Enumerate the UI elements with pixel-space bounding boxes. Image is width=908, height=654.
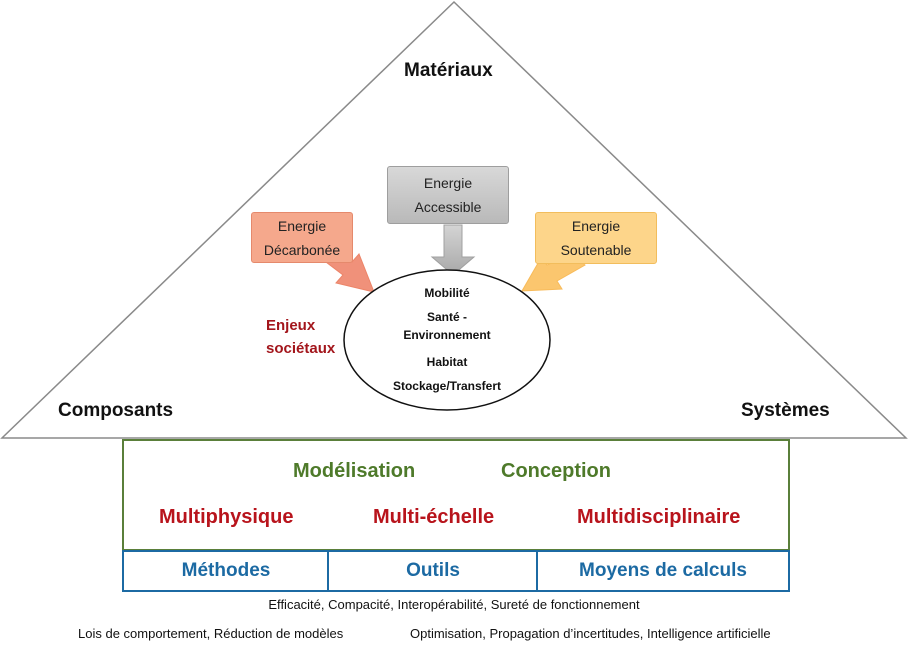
approach-conception: Conception — [501, 460, 611, 482]
oval-item-mobilite: Mobilité — [424, 286, 470, 300]
oval-item-environnement: Environnement — [403, 328, 491, 342]
footer-line-1: Efficacité, Compacité, Interopérabilité,… — [268, 597, 640, 612]
approach-multi-echelle: Multi-échelle — [373, 506, 495, 528]
oval-item-stockage: Stockage/Transfert — [392, 379, 502, 393]
box-accessible-line2: Accessible — [414, 199, 482, 215]
label-composants: Composants — [58, 400, 174, 421]
box-decarbonee-line1: Energie — [277, 217, 327, 234]
box-energie-accessible: Energie Accessible — [387, 166, 509, 224]
tools-cell-moyens: Moyens de calculs — [579, 560, 747, 581]
box-soutenable-line1: Energie — [571, 218, 621, 234]
box-soutenable-line2: Soutenable — [560, 242, 632, 258]
enjeux-oval — [343, 269, 551, 411]
arrow-accessible-icon — [430, 224, 476, 276]
enjeux-line2: sociétaux — [266, 340, 336, 357]
approach-multiphysique: Multiphysique — [159, 506, 294, 528]
box-decarbonee-line2: Décarbonée — [263, 241, 341, 258]
oval-item-sante: Santé - — [426, 310, 467, 324]
label-systemes: Systèmes — [741, 400, 830, 421]
tools-cell-outils: Outils — [406, 560, 460, 581]
box-energie-decarbonee: Energie Décarbonée — [251, 212, 353, 263]
footer-line-2-left: Lois de comportement, Réduction de modèl… — [78, 626, 344, 641]
label-materiaux: Matériaux — [404, 60, 493, 81]
box-energie-soutenable: Energie Soutenable — [535, 212, 657, 264]
enjeux-line1: Enjeux — [266, 317, 316, 334]
box-accessible-line1: Energie — [423, 175, 473, 191]
tools-frame — [122, 550, 790, 592]
approach-multidisciplinaire: Multidisciplinaire — [577, 506, 741, 528]
enjeux-label: Enjeux sociétaux — [266, 314, 335, 360]
tools-cell-methodes: Méthodes — [181, 560, 271, 581]
approach-modelisation: Modélisation — [293, 460, 416, 482]
approaches-frame — [122, 439, 790, 551]
footer-line-2-right: Optimisation, Propagation d’incertitudes… — [410, 626, 771, 641]
oval-item-habitat: Habitat — [426, 355, 468, 369]
